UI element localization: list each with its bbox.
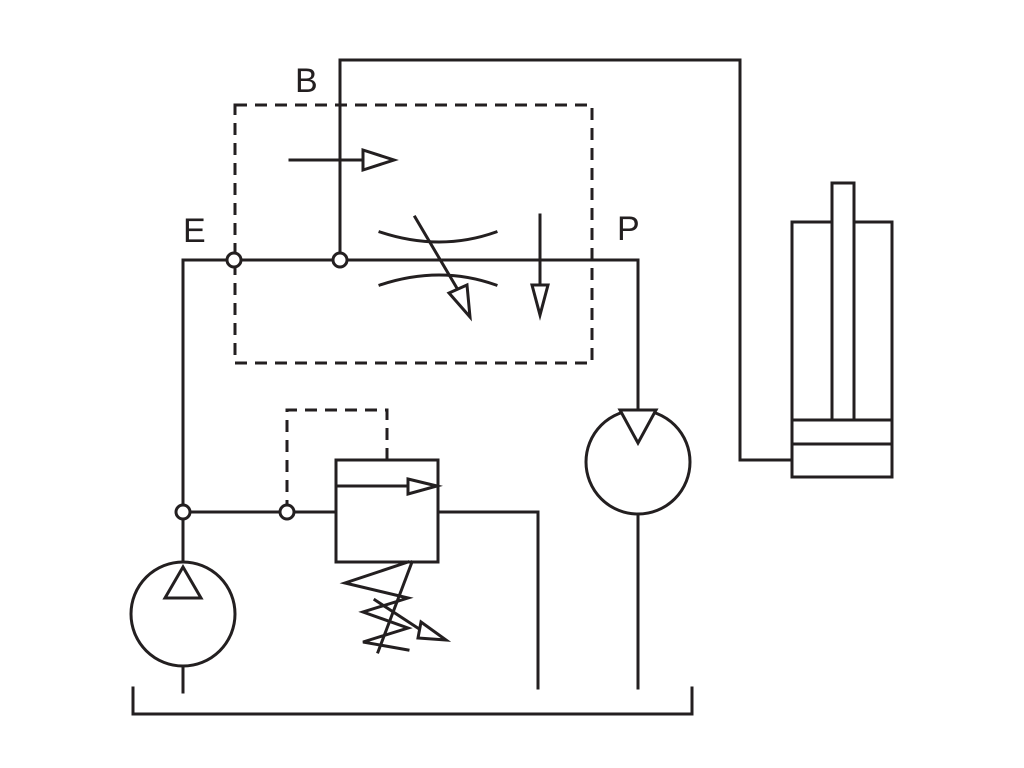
label-e: E [183,212,206,250]
cylinder-rod [830,181,856,422]
junction-b [331,251,349,269]
spring-adjust-head [416,619,452,642]
pump-motor [584,408,692,516]
junction-relief-pilot [278,503,296,521]
flow-arrow-head [361,147,399,173]
spring-edge [376,560,414,654]
line-b-to-cylinder [338,58,794,462]
adjust-arrow-line [412,214,461,293]
pressure-relief-valve [285,408,452,654]
flow-control-valve [233,103,594,365]
relief-flow-arrow-head [406,477,443,496]
junction-e [225,251,243,269]
spring-zigzag [339,560,414,652]
junction-pump [174,503,192,521]
fixed-pump [129,560,237,668]
pilot-line [285,408,389,512]
vertical-arrow-head [530,283,550,321]
line-relief-to-tank [436,510,540,690]
tank [131,686,694,716]
orifice-lower-curve [378,273,498,287]
pump-motor-triangle [617,408,659,447]
hydraulic-cylinder [790,181,894,479]
relief-valve-body [334,458,440,564]
label-b: B [295,62,318,100]
adjust-arrow-head [446,282,472,322]
valve-enclosure [233,103,594,365]
pump-triangle [162,564,204,600]
label-p: P [617,210,640,248]
orifice-upper-curve [378,230,498,244]
cylinder-piston [790,418,894,446]
